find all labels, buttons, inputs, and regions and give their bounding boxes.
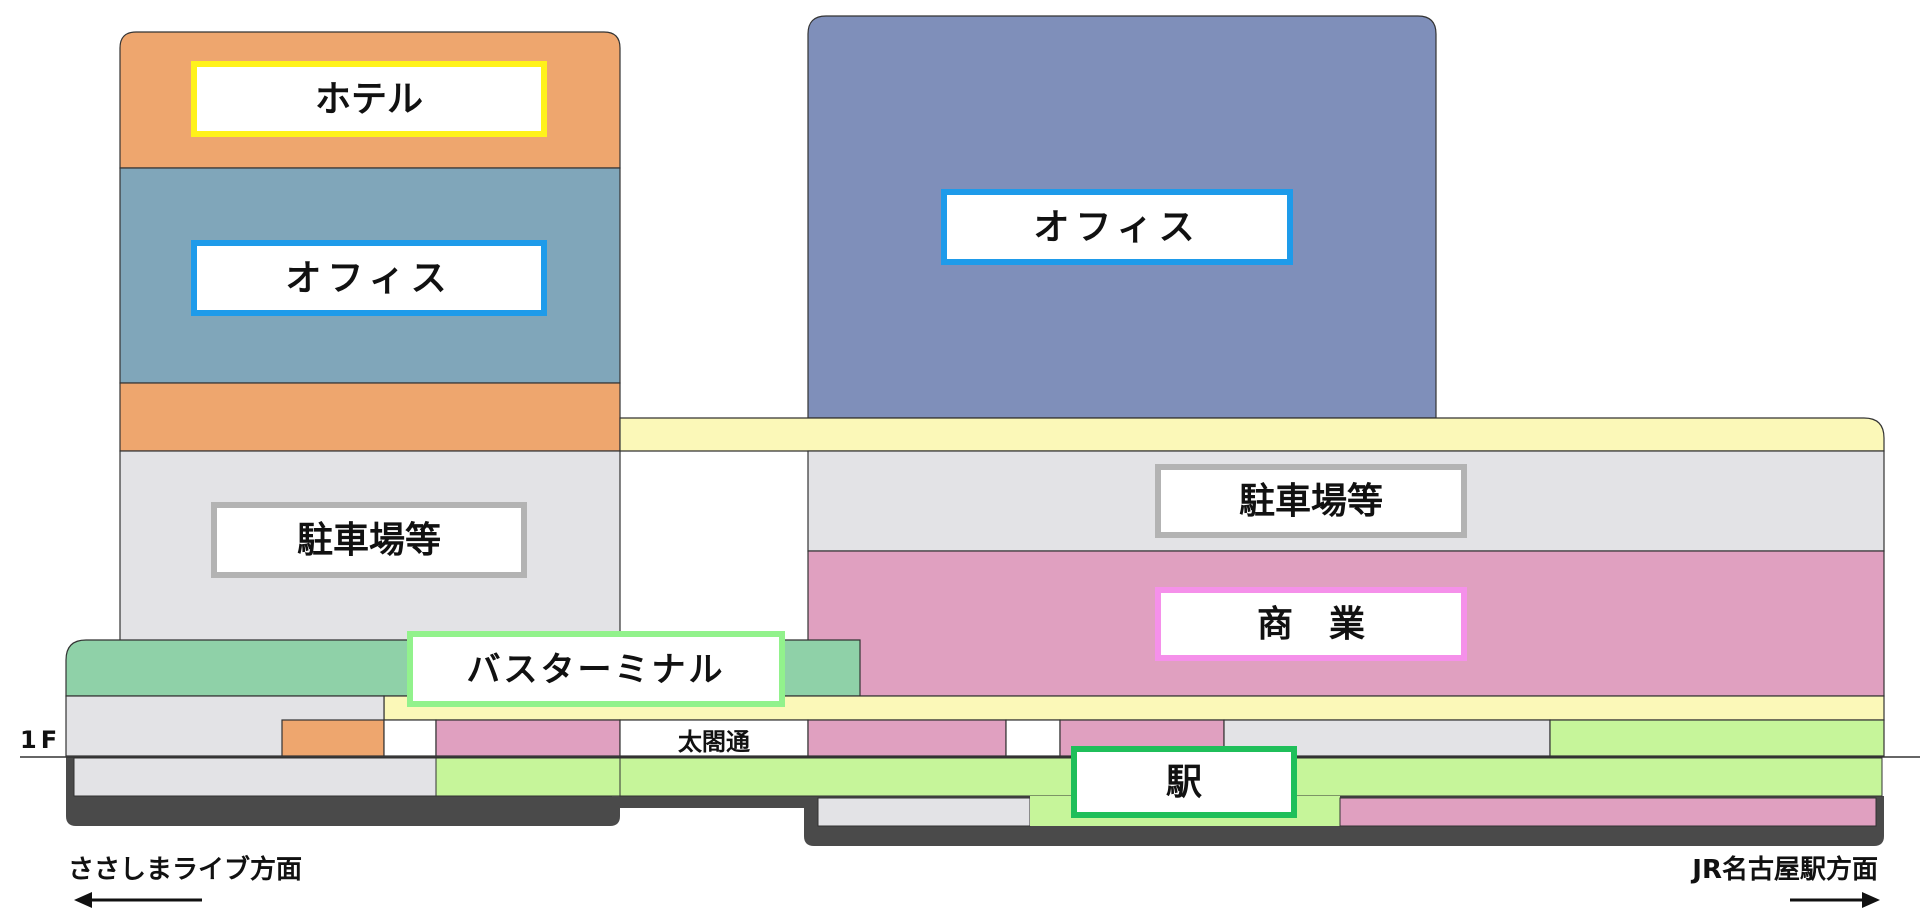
upper-deck (619, 417, 1885, 452)
gf-white-gap-2 (1005, 719, 1061, 757)
right-basement-parking (817, 797, 1031, 827)
label-bus-terminal-box (407, 631, 785, 707)
label-hotel-text: ホテル (315, 79, 423, 120)
label-station-text: 駅 (1166, 762, 1202, 803)
direction-left-text: ささしまライブ方面 (68, 854, 302, 885)
label-office-left-text: オフィス (285, 258, 452, 299)
direction-right: JR名古屋駅方面 (1690, 854, 1880, 908)
label-parking-right-text: 駐車場等 (1239, 481, 1383, 522)
basement-connector-base (612, 796, 816, 808)
ground-floor-strip (65, 695, 1885, 757)
gf-commercial-2 (807, 719, 1007, 757)
gf-road-gap (619, 719, 809, 757)
label-office-right-text: オフィス (1033, 207, 1200, 248)
label-station: 駅 (1071, 746, 1297, 818)
label-taiko-dori: 太閤通 (678, 728, 750, 756)
direction-right-text: JR名古屋駅方面 (1690, 854, 1878, 885)
gf-hotel-entrance (281, 719, 385, 757)
left-basement-station (435, 757, 621, 797)
label-parking-right: 駐車場等 (1155, 464, 1467, 538)
direction-left: ささしまライブ方面 (68, 854, 302, 908)
label-parking-left: 駐車場等 (211, 502, 527, 578)
label-parking-right-box (1155, 464, 1467, 538)
arrow-right-head (1862, 892, 1880, 908)
arrow-left-head (74, 892, 92, 908)
label-hotel-box (191, 61, 547, 137)
label-station-box (1071, 746, 1297, 818)
label-bus-terminal: バスターミナル (407, 631, 785, 707)
label-office-left: オフィス (191, 240, 547, 316)
left-tower-hotel-lower-block (119, 382, 621, 452)
label-hotel: ホテル (191, 61, 547, 137)
label-floor-1f: 1F (20, 726, 61, 754)
right-basement-commercial (1339, 797, 1877, 827)
label-commercial-text: 商 業 (1257, 604, 1365, 645)
label-parking-left-text: 駐車場等 (297, 520, 441, 561)
label-office-left-box (191, 240, 547, 316)
label-commercial-box (1155, 587, 1467, 661)
gf-white-gap-1 (383, 719, 437, 757)
label-bus-terminal-text: バスターミナル (467, 650, 726, 690)
left-basement-parking (73, 757, 437, 797)
label-office-right: オフィス (941, 189, 1293, 265)
label-office-right-box (941, 189, 1293, 265)
label-parking-left-box (211, 502, 527, 578)
label-commercial: 商 業 (1155, 587, 1467, 661)
gf-commercial-1 (435, 719, 621, 757)
gf-station-right (1549, 719, 1885, 757)
